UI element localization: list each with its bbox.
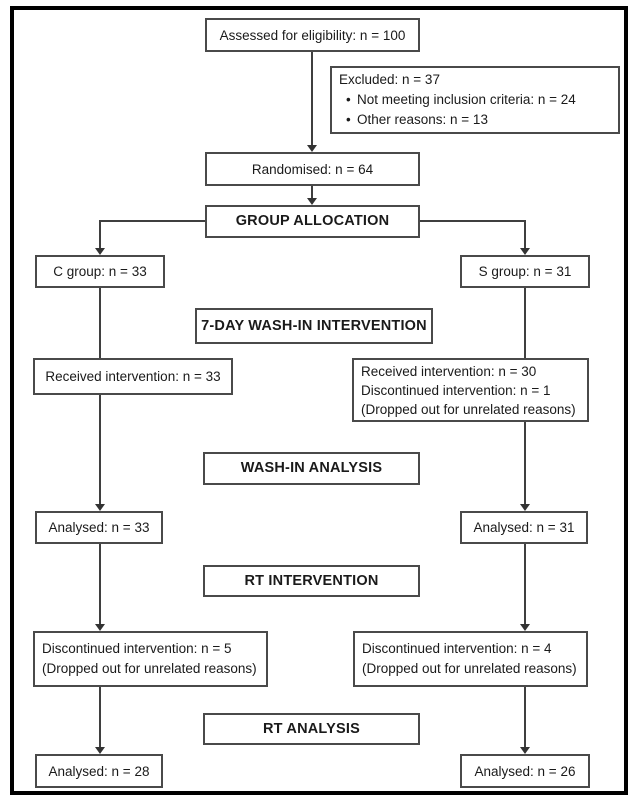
discontinued-c-box: Discontinued intervention: n = 5 (Droppe…	[33, 631, 268, 687]
excluded-title: Excluded: n = 37	[339, 72, 440, 87]
received-c-box: Received intervention: n = 33	[33, 358, 233, 395]
s-group-label: S group: n = 31	[478, 264, 572, 279]
arrowhead-analysed-washin-c	[95, 504, 105, 511]
connector-randomised-allocation	[311, 186, 313, 198]
analysed-washin-s-label: Analysed: n = 31	[473, 520, 575, 535]
analysed-washin-s-box: Analysed: n = 31	[460, 511, 588, 544]
excluded-box: Excluded: n = 37 Not meeting inclusion c…	[330, 66, 620, 134]
received-s-box: Received intervention: n = 30 Discontinu…	[352, 358, 589, 422]
received-c-label: Received intervention: n = 33	[45, 369, 221, 384]
rt-intervention-banner: RT INTERVENTION	[203, 565, 420, 597]
discontinued-s-box: Discontinued intervention: n = 4 (Droppe…	[353, 631, 588, 687]
connector-discontinuedc-analysedrtc	[99, 687, 101, 747]
connector-allocation-sgroup-h	[420, 220, 525, 222]
group-allocation-banner: GROUP ALLOCATION	[205, 205, 420, 238]
analysed-rt-c-label: Analysed: n = 28	[48, 763, 150, 779]
washin-intervention-label: 7-DAY WASH-IN INTERVENTION	[201, 317, 427, 334]
discontinued-c-line: Discontinued intervention: n = 5	[42, 641, 232, 656]
rt-intervention-label: RT INTERVENTION	[244, 572, 379, 589]
s-group-box: S group: n = 31	[460, 255, 590, 288]
analysed-rt-c-box: Analysed: n = 28	[35, 754, 163, 788]
connector-allocation-sgroup-v	[524, 220, 526, 248]
connector-discontinueds-analysedrts	[524, 687, 526, 747]
received-s-line: (Dropped out for unrelated reasons)	[361, 401, 576, 417]
c-group-label: C group: n = 33	[53, 264, 147, 279]
arrowhead-analysed-rt-c	[95, 747, 105, 754]
received-s-line: Discontinued intervention: n = 1	[361, 382, 551, 398]
assessed-box: Assessed for eligibility: n = 100	[205, 18, 420, 52]
arrowhead-allocation	[307, 198, 317, 205]
connector-receivedc-analysedc	[99, 395, 101, 504]
c-group-box: C group: n = 33	[35, 255, 165, 288]
discontinued-s-line: Discontinued intervention: n = 4	[362, 641, 552, 656]
randomised-box: Randomised: n = 64	[205, 152, 420, 186]
arrowhead-discontinued-s	[520, 624, 530, 631]
connector-allocation-cgroup-v	[99, 220, 101, 248]
connector-analyseds-discontinueds	[524, 544, 526, 624]
analysed-rt-s-label: Analysed: n = 26	[474, 763, 576, 779]
washin-analysis-label: WASH-IN ANALYSIS	[240, 460, 383, 476]
discontinued-c-line: (Dropped out for unrelated reasons)	[42, 661, 257, 676]
washin-analysis-banner: WASH-IN ANALYSIS	[203, 452, 420, 485]
arrowhead-sgroup	[520, 248, 530, 255]
arrowhead-randomised	[307, 145, 317, 152]
connector-assessed-randomised	[311, 52, 313, 145]
connector-analysedc-discontinuedc	[99, 544, 101, 624]
group-allocation-label: GROUP ALLOCATION	[235, 213, 390, 229]
arrowhead-discontinued-c	[95, 624, 105, 631]
analysed-washin-c-label: Analysed: n = 33	[48, 520, 150, 535]
randomised-label: Randomised: n = 64	[251, 161, 374, 177]
analysed-rt-s-box: Analysed: n = 26	[460, 754, 590, 788]
connector-sgroup-received	[524, 288, 526, 358]
analysed-washin-c-box: Analysed: n = 33	[35, 511, 163, 544]
connector-receiveds-analyseds	[524, 422, 526, 504]
discontinued-s-line: (Dropped out for unrelated reasons)	[362, 661, 577, 676]
washin-intervention-banner: 7-DAY WASH-IN INTERVENTION	[195, 308, 433, 344]
excluded-item: Not meeting inclusion criteria: n = 24	[339, 90, 576, 110]
arrowhead-analysed-rt-s	[520, 747, 530, 754]
arrowhead-analysed-washin-s	[520, 504, 530, 511]
excluded-item: Other reasons: n = 13	[339, 110, 488, 130]
received-s-line: Received intervention: n = 30	[361, 363, 537, 379]
rt-analysis-label: RT ANALYSIS	[262, 720, 360, 737]
connector-cgroup-received	[99, 288, 101, 358]
arrowhead-cgroup	[95, 248, 105, 255]
connector-allocation-cgroup-h	[99, 220, 205, 222]
rt-analysis-banner: RT ANALYSIS	[203, 713, 420, 745]
assessed-label: Assessed for eligibility: n = 100	[219, 27, 406, 43]
